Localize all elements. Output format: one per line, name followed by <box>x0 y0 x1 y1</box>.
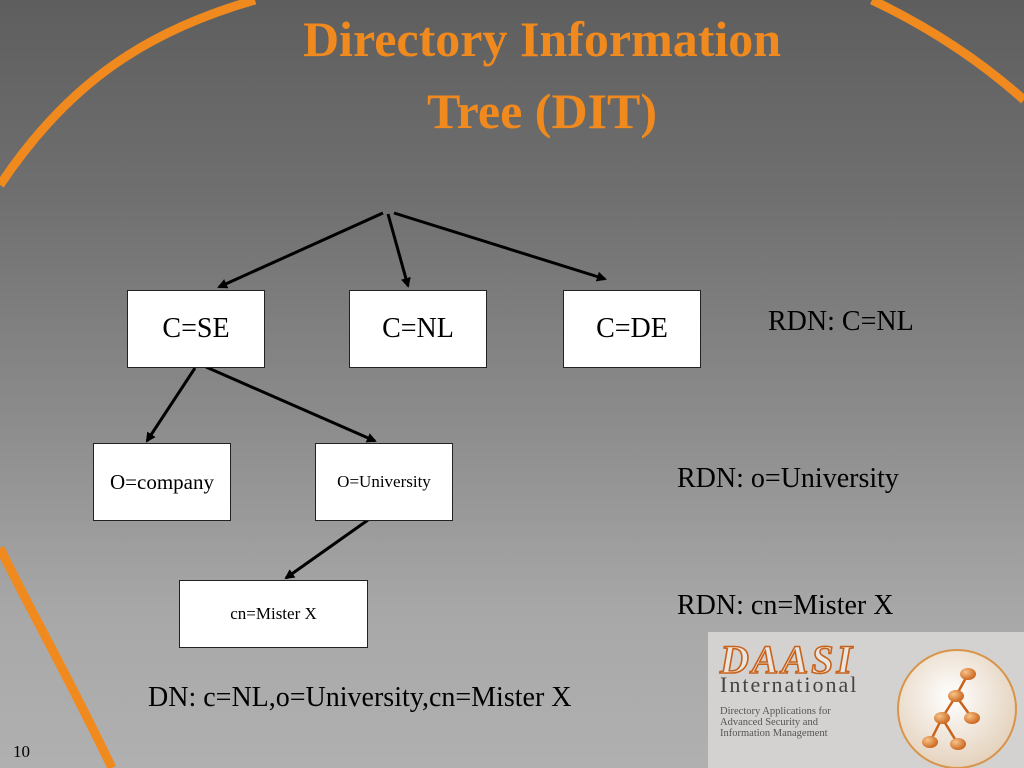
logo-tagline-line: Directory Applications for <box>720 706 831 717</box>
dn-label: DN: c=NL,o=University,cn=Mister X <box>148 682 572 713</box>
page-number: 10 <box>13 742 30 761</box>
edge-root-se <box>217 211 384 289</box>
node-cn-mister-x: cn=Mister X <box>179 580 368 648</box>
edge-root-de <box>393 211 607 282</box>
slide-title-line1: Directory Information <box>302 11 782 67</box>
node-o-company: O=company <box>93 443 231 521</box>
rdn-label-org: RDN: o=University <box>677 463 899 494</box>
logo-brand: DAASI <box>719 637 856 683</box>
logo-tagline-line: Information Management <box>720 728 828 739</box>
rdn-label-country: RDN: C=NL <box>768 306 914 337</box>
logo-tagline: Directory Applications for Advanced Secu… <box>720 706 910 739</box>
edge-se-company <box>145 367 197 443</box>
node-o-university: O=University <box>315 443 453 521</box>
edge-se-university <box>205 365 377 443</box>
node-c-se: C=SE <box>127 290 265 368</box>
logo-subtitle: International <box>720 672 859 697</box>
node-c-nl: C=NL <box>349 290 487 368</box>
slide-title-line2: Tree (DIT) <box>426 83 658 139</box>
tree-logo-icon <box>897 649 1017 768</box>
edge-root-nl <box>386 213 411 288</box>
edge-university-misterx <box>284 518 369 580</box>
daasi-logo: DAASI International Directory Applicatio… <box>708 632 1024 768</box>
logo-tagline-line: Advanced Security and <box>720 717 818 728</box>
node-c-de: C=DE <box>563 290 701 368</box>
rdn-label-person: RDN: cn=Mister X <box>677 590 894 621</box>
